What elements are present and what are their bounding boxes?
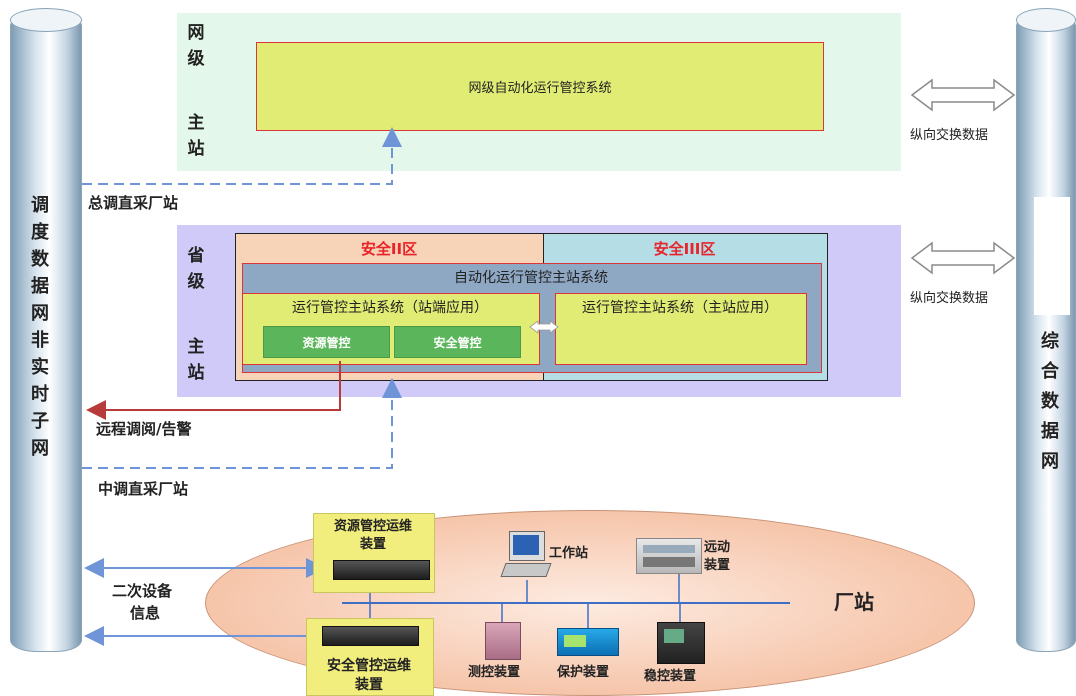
left-pillar [10,14,82,652]
secondary-info-label-1: 二次设备 [112,582,173,600]
workstation-icon[interactable] [500,531,552,581]
resource-control-button[interactable]: 资源管控 [263,326,390,358]
master-app-box [555,293,807,365]
rtu-icon[interactable] [636,538,702,574]
security-device-icon[interactable] [322,626,419,646]
wangji-title-bottom: 主站 [187,113,205,159]
security-control-button[interactable]: 安全管控 [394,326,521,358]
wangji-system-label: 网级自动化运行管控系统 [468,81,612,96]
stability-device-label: 稳控装置 [644,669,697,684]
rtu-label-2: 装置 [704,558,731,573]
zone-link-arrow [529,320,559,334]
master-app-label: 运行管控主站系统（主站应用） [582,300,778,316]
stability-device-icon[interactable] [657,622,705,664]
measure-device-label: 测控装置 [468,665,521,680]
exchange-arrow-2 [910,241,1016,275]
protect-device-icon[interactable] [557,628,619,656]
workstation-label: 工作站 [549,546,589,561]
protect-device-label: 保护装置 [557,665,610,680]
right-pillar-blank-patch [1034,197,1070,315]
wangji-title-top: 网级 [187,23,205,69]
link-zongdiao-label: 总调直采厂站 [88,194,179,212]
exchange-arrow-1 [910,78,1016,112]
resource-device-caption-1: 资源管控运维 [333,519,412,534]
left-pillar-label: 调度数据网非实时子网 [31,195,49,459]
left-pillar-cap [10,8,82,32]
zone3-title: 安全III区 [653,240,716,258]
zone2-title: 安全II区 [360,240,418,258]
exchange-label-2: 纵向交换数据 [910,291,989,306]
link-remote-label: 远程调阅/告警 [96,420,192,438]
security-device-caption-2: 装置 [355,677,383,693]
link-remote-line [86,361,341,420]
main-system-label: 自动化运行管控主站系统 [454,270,608,286]
station-app-label: 运行管控主站系统（站端应用） [292,300,488,316]
wangji-system-box: 网级自动化运行管控系统 [256,42,824,131]
secondary-info-label-2: 信息 [130,604,161,622]
plant-title: 厂站 [834,590,874,614]
rtu-label-1: 远动 [704,540,731,555]
security-device-caption-1: 安全管控运维 [327,658,411,674]
exchange-label-1: 纵向交换数据 [910,128,989,143]
right-pillar-cap [1016,8,1076,32]
shengji-title-top: 省级 [187,246,205,292]
shengji-title-bottom: 主站 [187,337,205,383]
link-zongdiao-line [82,127,402,185]
resource-device-icon[interactable] [333,560,430,580]
link-zhongdiao-line [82,378,402,469]
link-zhongdiao-label: 中调直采厂站 [98,480,189,498]
resource-device-caption-2: 装置 [359,537,386,552]
right-pillar-label: 综合数据网 [1041,331,1059,472]
measure-device-icon[interactable] [485,622,521,660]
